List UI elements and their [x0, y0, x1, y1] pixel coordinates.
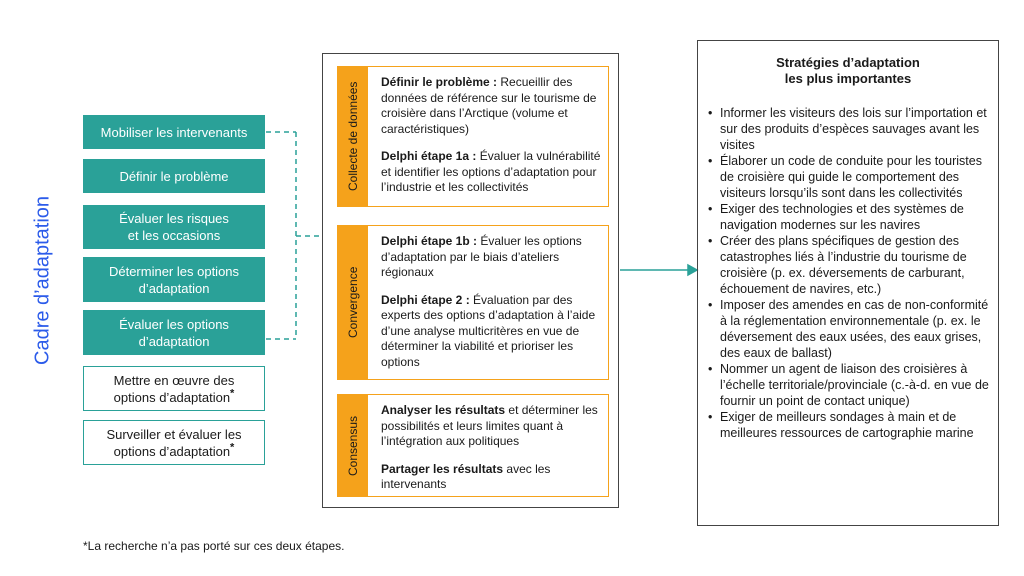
asterisk-mark: *	[230, 441, 235, 454]
phase-label: Consensus	[338, 395, 368, 496]
phase-data-collection: Collecte de données Définir le problème …	[337, 66, 609, 207]
phase-item-text: Évaluer la vulnérabilité et identifier l…	[381, 149, 601, 194]
phase-item: Delphi étape 1a : Évaluer la vulnérabili…	[381, 149, 602, 196]
phase-label: Convergence	[338, 226, 368, 379]
phase-item: Delphi étape 1b : Évaluer les options d’…	[381, 234, 602, 281]
phase-label: Collecte de données	[338, 67, 368, 206]
phase-convergence: Convergence Delphi étape 1b : Évaluer le…	[337, 225, 609, 380]
strategy-item: Nommer un agent de liaison des croisière…	[708, 361, 990, 409]
process-box	[322, 53, 619, 508]
step-label: Évaluer les options d’adaptation	[119, 316, 229, 349]
phase-item: Partager les résultats avec les interven…	[381, 462, 602, 493]
strategy-item: Créer des plans spécifiques de gestion d…	[708, 233, 990, 297]
strategy-item: Exiger des technologies et des systèmes …	[708, 201, 990, 233]
footnote: *La recherche n’a pas porté sur ces deux…	[83, 539, 345, 553]
phase-item-text: Évaluer les options d’adaptation par le …	[381, 234, 582, 279]
strategies-title-line2: les plus importantes	[784, 71, 912, 86]
arrow-head	[687, 263, 699, 277]
strategies-box: Stratégies d’adaptation les plus importa…	[697, 40, 999, 526]
strategies-title-line1: Stratégies d’adaptation	[776, 55, 920, 70]
phase-item: Définir le problème : Recueillir des don…	[381, 75, 602, 137]
strategy-item: Imposer des amendes en cas de non-confor…	[708, 297, 990, 361]
step-evaluate-options: Évaluer les options d’adaptation	[83, 310, 265, 355]
phase-item-title: Delphi étape 1a :	[381, 149, 477, 163]
step-label: Définir le problème	[119, 168, 229, 184]
phase-item-title: Analyser les résultats	[381, 403, 506, 417]
phase-item-title: Partager les résultats	[381, 461, 504, 476]
phase-item-title: Delphi étape 1b :	[381, 234, 478, 248]
phase-item-text: et déterminer les possibilités et leurs …	[381, 403, 598, 448]
side-title: Cadre d’adaptation	[31, 195, 54, 365]
phase-item-text: avec les intervenants	[381, 461, 551, 492]
step-label: Déterminer les options d’adaptation	[108, 263, 240, 296]
step-determine-options: Déterminer les options d’adaptation	[83, 257, 265, 302]
strategies-list: Informer les visiteurs des lois sur l’im…	[708, 105, 990, 441]
step-evaluate-risks: Évaluer les risques et les occasions	[83, 205, 265, 249]
step-label: Mettre en œuvre des options d’adaptation	[113, 372, 235, 405]
phase-item-title: Définir le problème :	[381, 75, 498, 89]
step-implement-options: Mettre en œuvre des options d’adaptation…	[83, 366, 265, 411]
step-label: Mobiliser les intervenants	[100, 124, 248, 140]
phase-item: Analyser les résultats et déterminer les…	[381, 403, 602, 450]
step-define-problem: Définir le problème	[83, 159, 265, 193]
strategies-title: Stratégies d’adaptation les plus importa…	[698, 55, 998, 87]
phase-item-text: Recueillir des données de référence sur …	[381, 75, 597, 136]
strategy-item: Informer les visiteurs des lois sur l’im…	[708, 105, 990, 153]
phase-content: Analyser les résultats et déterminer les…	[381, 403, 602, 505]
phase-item: Delphi étape 2 : Évaluation par des expe…	[381, 293, 602, 371]
strategy-item: Élaborer un code de conduite pour les to…	[708, 153, 990, 201]
phase-item-title: Delphi étape 2 :	[381, 292, 470, 307]
step-monitor-options: Surveiller et évaluer les options d’adap…	[83, 420, 265, 465]
step-mobilize: Mobiliser les intervenants	[83, 115, 265, 149]
step-label: Évaluer les risques et les occasions	[119, 211, 229, 243]
phase-consensus: Consensus Analyser les résultats et déte…	[337, 394, 609, 497]
asterisk-mark: *	[230, 387, 235, 400]
phase-content: Delphi étape 1b : Évaluer les options d’…	[381, 234, 602, 382]
phase-item-text: Évaluation par des experts des options d…	[381, 292, 596, 369]
phase-content: Définir le problème : Recueillir des don…	[381, 75, 602, 208]
strategy-item: Exiger de meilleurs sondages à main et d…	[708, 409, 990, 441]
step-label: Surveiller et évaluer les options d’adap…	[106, 426, 242, 459]
